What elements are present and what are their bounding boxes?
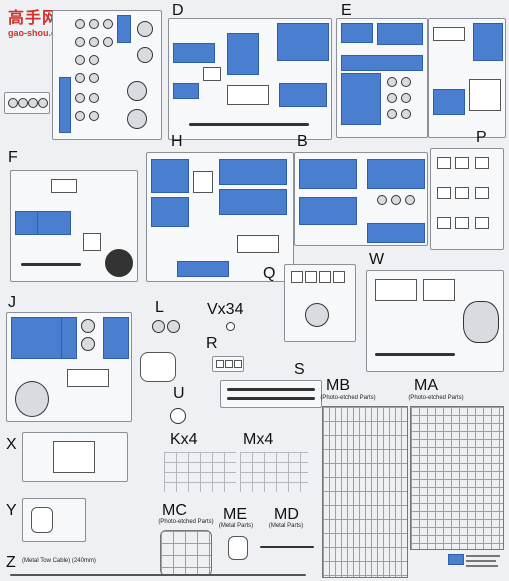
part-v xyxy=(226,322,235,331)
sprue-label-s: S xyxy=(294,361,305,378)
sprue-small-topleft xyxy=(4,92,50,114)
sprue-label-d: D xyxy=(172,2,184,19)
sprue-r xyxy=(212,356,244,372)
sublabel-ma: (Photo-etched Parts) xyxy=(408,395,464,401)
sprue-label-b: B xyxy=(297,133,308,150)
sprue-label-kx4: Kx4 xyxy=(170,431,198,448)
sprue-label-h: H xyxy=(171,133,183,150)
sprue-label-j: J xyxy=(8,294,16,311)
sprue-label-y: Y xyxy=(6,502,17,519)
sprue-label-f: F xyxy=(8,149,18,166)
sprue-label-x: X xyxy=(6,436,17,453)
photo-etch-ma xyxy=(410,406,504,550)
photo-etch-mb xyxy=(322,406,408,578)
metal-tow-cable xyxy=(10,574,306,576)
sublabel-mb: (Photo-etched Parts) xyxy=(320,395,376,401)
sprue-label-p: P xyxy=(476,129,487,146)
parts-m xyxy=(240,452,308,492)
metal-parts-md xyxy=(260,546,314,548)
part-l-2 xyxy=(167,320,180,333)
sprue-label-w: W xyxy=(369,251,385,268)
sprue-w xyxy=(366,270,504,372)
sprue-y xyxy=(22,498,86,542)
sprue-j xyxy=(6,312,132,422)
sprue-q xyxy=(284,264,356,342)
sublabel-md: (Metal Parts) xyxy=(268,523,304,529)
sprue-label-mc: MC xyxy=(162,502,187,519)
sprue-b xyxy=(294,152,428,246)
sprue-label-vx34: Vx34 xyxy=(207,301,244,318)
parts-k xyxy=(164,452,236,492)
sprue-label-mx4: Mx4 xyxy=(243,431,274,448)
sprue-e xyxy=(336,18,428,138)
sprue-label-q: Q xyxy=(263,265,276,282)
part-u xyxy=(170,408,186,424)
sprue-d xyxy=(168,18,332,140)
sprue-s xyxy=(220,380,322,408)
sprue-label-e: E xyxy=(341,2,352,19)
sprue-label-r: R xyxy=(206,335,218,352)
sublabel-z: (Metal Tow Cable) (240mm) xyxy=(22,558,96,564)
watermark-url: gao-shou.com xyxy=(8,28,70,38)
sprue-f xyxy=(10,170,138,282)
sprue-p xyxy=(430,148,504,250)
photo-etch-mc xyxy=(160,530,212,576)
legend-note xyxy=(448,552,502,576)
site-watermark: 高手网 gao-shou.com xyxy=(4,2,70,42)
sprue-label-me: ME xyxy=(223,506,247,523)
sublabel-me: (Metal Parts) xyxy=(218,523,254,529)
sprue-label-md: MD xyxy=(274,506,299,523)
sprue-topleft xyxy=(52,10,162,140)
sprue-h xyxy=(146,152,294,282)
metal-parts-me xyxy=(228,536,248,560)
sprue-label-ma: MA xyxy=(414,377,438,394)
sprue-x xyxy=(22,432,128,482)
watermark-logo-text: 高手网 xyxy=(8,8,60,27)
part-l-1 xyxy=(152,320,165,333)
sprue-label-l: L xyxy=(155,299,164,316)
sublabel-mc: (Photo-etched Parts) xyxy=(158,519,214,525)
sprue-label-u: U xyxy=(173,385,185,402)
sprue-e-right xyxy=(428,18,506,138)
sprue-label-z: Z xyxy=(6,554,16,571)
part-turret-j xyxy=(140,352,176,382)
sprue-label-mb: MB xyxy=(326,377,350,394)
